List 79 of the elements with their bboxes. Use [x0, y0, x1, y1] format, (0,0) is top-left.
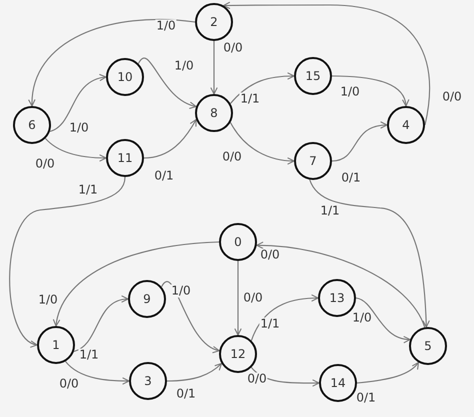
edge-label: 0/0 — [246, 372, 268, 386]
state-circle — [106, 139, 144, 177]
state-number: 0 — [234, 235, 242, 249]
edge-label: 0/0 — [34, 158, 56, 170]
transition-arrow — [210, 41, 218, 95]
transition-arrow — [138, 58, 197, 108]
edge-label: 0/0 — [222, 42, 244, 54]
edge-label: 1/0 — [68, 122, 90, 134]
state-number: 1 — [52, 338, 60, 352]
edge-label: 1/0 — [155, 20, 177, 32]
edge-label: 1/1 — [77, 184, 99, 196]
transition-arrow — [9, 176, 126, 346]
edge-label: 0/0 — [242, 292, 264, 304]
state-circle — [195, 94, 233, 132]
edge-label: 1/0 — [170, 284, 192, 298]
state-circle — [128, 280, 166, 318]
transition-arrow — [250, 294, 319, 341]
state-number: 10 — [117, 70, 133, 84]
edge-label: 1/0 — [351, 312, 373, 324]
transition-arrow — [356, 362, 420, 384]
transition-arrow — [332, 75, 409, 107]
state-circle — [294, 142, 332, 180]
edge-label: 1/1 — [78, 348, 100, 362]
state-number: 13 — [329, 291, 345, 305]
state-circle — [13, 106, 51, 144]
state-number: 4 — [402, 118, 410, 132]
transition-arrow — [356, 297, 411, 343]
edge-label: 0/1 — [153, 170, 175, 182]
transition-arrow — [309, 179, 430, 328]
state-number: 12 — [230, 347, 246, 361]
state-circle — [219, 335, 257, 373]
edge-label: 0/0 — [221, 150, 243, 164]
state-circle — [294, 57, 332, 95]
transition-arrow — [230, 122, 295, 164]
transition-arrow — [161, 281, 220, 352]
edge-label: 0/1 — [175, 388, 197, 400]
state-number: 9 — [143, 292, 151, 306]
edge-label: 1/0 — [37, 294, 59, 306]
state-number: 15 — [305, 69, 321, 83]
edge-label: 0/1 — [340, 172, 362, 184]
edge-label: 0/0 — [58, 378, 80, 390]
transition-arrow — [45, 138, 107, 162]
transition-arrow — [54, 241, 220, 327]
state-circle — [195, 3, 233, 41]
state-circle — [409, 327, 447, 365]
transition-arrow — [256, 242, 426, 328]
state-circle — [106, 58, 144, 96]
edge-label: 1/0 — [339, 86, 361, 98]
edge-label: 1/1 — [239, 92, 261, 106]
edge-label: 0/0 — [259, 248, 281, 262]
state-circle — [319, 364, 357, 402]
state-number: 3 — [144, 374, 152, 388]
state-circle — [37, 326, 75, 364]
state-number: 2 — [210, 15, 218, 29]
transition-arrow — [74, 296, 129, 352]
state-number: 7 — [309, 154, 317, 168]
state-circle — [387, 106, 425, 144]
state-number: 6 — [28, 118, 36, 132]
transition-arrow — [234, 261, 242, 336]
transition-arrow — [230, 72, 295, 104]
edge-label: 1/0 — [173, 60, 195, 72]
edge-label: 1/1 — [319, 204, 341, 218]
state-circle — [219, 223, 257, 261]
state-number: 14 — [330, 376, 346, 390]
transition-arrow — [167, 362, 222, 382]
transition-arrow — [251, 367, 320, 387]
edge-label: 0/1 — [355, 392, 377, 404]
transition-arrow — [144, 118, 197, 159]
transition-arrow — [50, 74, 107, 132]
state-number: 11 — [117, 151, 133, 165]
transition-arrow — [222, 2, 430, 126]
transition-arrow — [65, 361, 130, 385]
transition-arrow — [28, 18, 196, 107]
edge-label: 0/0 — [441, 90, 463, 104]
state-number: 5 — [424, 339, 432, 353]
state-number: 8 — [210, 106, 218, 120]
edge-label: 1/1 — [259, 318, 281, 330]
state-circle — [129, 362, 167, 400]
transition-arrow — [332, 122, 388, 162]
